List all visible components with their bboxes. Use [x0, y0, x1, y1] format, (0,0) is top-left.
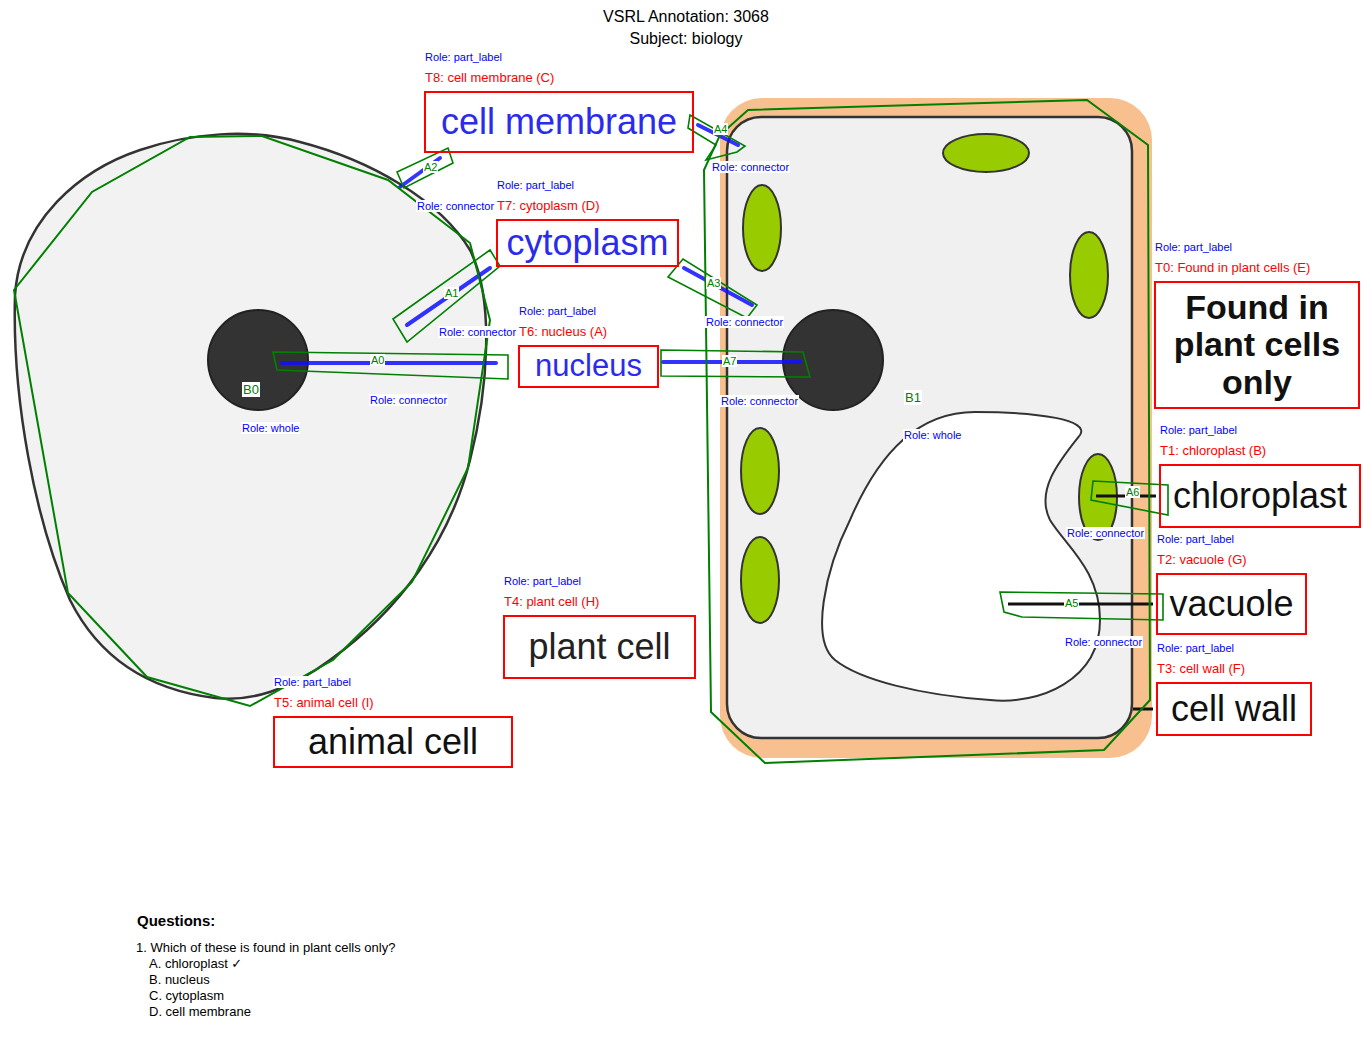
part-name: chloroplast [1173, 476, 1347, 516]
region-outline [14, 136, 490, 706]
annotation-tag: T8: cell membrane (C) [424, 70, 555, 85]
label-box: Role: part_labelT8: cell membrane (C)cel… [424, 91, 694, 153]
connector-id: A2 [423, 161, 438, 173]
role-label: Role: part_label [1159, 424, 1238, 436]
part-name: nucleus [535, 349, 642, 383]
role-label: Role: part_label [1156, 642, 1235, 654]
answer-option: B. nucleus [148, 972, 211, 987]
connector-id: A3 [706, 277, 721, 289]
role-label: Role: connector [720, 395, 799, 407]
annotation-tag: T4: plant cell (H) [503, 594, 600, 609]
annotation-tag: T7: cytoplasm (D) [496, 198, 601, 213]
part-name: Found in plant cells only [1162, 289, 1352, 401]
answer-option: D. cell membrane [148, 1004, 252, 1019]
leader-line [684, 268, 752, 305]
cell-region: B1Role: whole [700, 95, 1155, 767]
role-label: Role: connector [369, 394, 448, 406]
role-label: Role: connector [711, 161, 790, 173]
label-box: Role: part_labelT4: plant cell (H)plant … [503, 615, 696, 679]
leader-line [407, 268, 490, 325]
annotation-tag: T1: chloroplast (B) [1159, 443, 1267, 458]
role-label: Role: whole [903, 429, 962, 441]
connector-id: A4 [713, 123, 728, 135]
region-outline [704, 100, 1150, 763]
connector-id: A1 [444, 287, 459, 299]
role-label: Role: connector [416, 200, 495, 212]
chloroplasts [741, 134, 1117, 623]
animal-nucleus [208, 310, 308, 410]
role-label: Role: part_label [273, 676, 352, 688]
annotation-tag: T6: nucleus (A) [518, 324, 608, 339]
question-text: 1. Which of these is found in plant cell… [135, 940, 396, 955]
connector-outlines [273, 115, 1168, 620]
questions-heading: Questions: [136, 912, 216, 929]
answer-option: C. cytoplasm [148, 988, 225, 1003]
leader-line [400, 158, 440, 187]
answer-option: A. chloroplast ✓ [148, 956, 243, 971]
chloroplast-shape [741, 537, 779, 623]
annotation-tag: T0: Found in plant cells (E) [1154, 260, 1311, 275]
chloroplast-shape [1070, 232, 1108, 318]
role-label: Role: connector [1066, 527, 1145, 539]
chloroplast-shape [943, 134, 1029, 172]
annotation-tag: T3: cell wall (F) [1156, 661, 1246, 676]
plant-cell-wall [720, 98, 1152, 758]
connector-id: A7 [722, 355, 737, 367]
subject-heading: Subject: biology [629, 30, 744, 48]
label-box: Role: part_labelT5: animal cell (I)anima… [273, 716, 513, 768]
chloroplast-shape [741, 428, 779, 514]
label-box: Role: part_labelT7: cytoplasm (D)cytopla… [496, 219, 679, 267]
role-label: Role: part_label [424, 51, 503, 63]
connector-id: A0 [370, 354, 385, 366]
connector-outline [688, 115, 745, 160]
label-box: Role: part_labelT2: vacuole (G)vacuole [1156, 573, 1307, 635]
role-label: Role: part_label [496, 179, 575, 191]
role-label: Role: connector [438, 326, 517, 338]
annotation-tag: T5: animal cell (I) [273, 695, 375, 710]
label-box: Role: part_labelT1: chloroplast (B)chlor… [1159, 464, 1361, 528]
part-name: cell membrane [441, 102, 677, 142]
leader-line [1008, 603, 1153, 606]
role-label: Role: part_label [503, 575, 582, 587]
part-name: cytoplasm [506, 223, 668, 263]
connector-outline [668, 259, 757, 318]
region-id: B0 [242, 382, 260, 397]
role-label: Role: part_label [1156, 533, 1235, 545]
role-label: Role: part_label [1154, 241, 1233, 253]
animal-cell-body [15, 134, 486, 699]
plant-vacuole [822, 412, 1100, 701]
part-name: animal cell [308, 722, 478, 762]
leader-lines [282, 125, 800, 363]
connector-outline [1000, 592, 1163, 620]
part-name: vacuole [1169, 584, 1293, 624]
label-box: Role: part_labelT0: Found in plant cells… [1154, 281, 1360, 409]
role-label: Role: connector [705, 316, 784, 328]
connector-outline [1091, 481, 1168, 515]
part-name: plant cell [528, 627, 670, 667]
annotation-tag: T2: vacuole (G) [1156, 552, 1248, 567]
label-box: Role: part_labelT6: nucleus (A)nucleus [518, 345, 659, 388]
cell-region: B0Role: whole [10, 128, 495, 710]
role-label: Role: connector [1064, 636, 1143, 648]
connector-outline [661, 350, 810, 377]
chloroplast-shape [743, 185, 781, 271]
diagram-title: VSRL Annotation: 3068 [603, 8, 769, 26]
connector-outline [273, 352, 508, 379]
region-id: B1 [904, 390, 922, 405]
part-name: cell wall [1171, 689, 1297, 729]
label-box: Role: part_labelT3: cell wall (F)cell wa… [1156, 682, 1312, 736]
cell-region-outline [10, 128, 495, 710]
leader-line [282, 361, 496, 365]
connector-outline [397, 148, 453, 188]
connector-id: A6 [1125, 486, 1140, 498]
leader-lines [1008, 496, 1156, 709]
role-label: Role: whole [241, 422, 300, 434]
role-label: Role: part_label [518, 305, 597, 317]
connector-id: A5 [1064, 597, 1079, 609]
